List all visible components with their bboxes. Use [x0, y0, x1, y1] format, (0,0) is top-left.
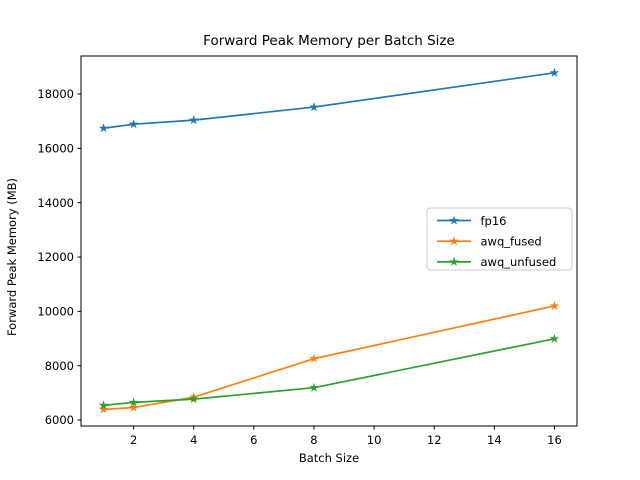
y-tick-label: 18000	[37, 87, 74, 101]
series-marker-awq_unfused	[188, 394, 199, 404]
y-axis-label: Forward Peak Memory (MB)	[5, 178, 19, 336]
series-marker-awq_unfused	[128, 397, 139, 407]
series-marker-awq_fused	[98, 404, 109, 414]
y-tick-label: 12000	[37, 250, 74, 264]
x-tick-label: 2	[130, 433, 137, 447]
legend-frame	[426, 207, 573, 271]
x-tick-label: 12	[427, 433, 442, 447]
series-marker-awq_fused	[128, 402, 139, 412]
x-tick-label: 8	[310, 433, 317, 447]
series-marker-fp16	[188, 115, 199, 125]
legend-marker-fp16	[449, 215, 459, 225]
x-axis-label: Batch Size	[299, 451, 359, 465]
x-tick-label: 6	[250, 433, 257, 447]
series-marker-fp16	[128, 119, 139, 129]
y-tick-label: 10000	[37, 305, 74, 319]
legend-label-awq_unfused: awq_unfused	[481, 255, 557, 269]
axes-frame	[80, 55, 578, 427]
series-marker-awq_unfused	[549, 333, 560, 343]
plot-area: 2 4 6 8 10 12 14 16 6000 8000 10000 12000 14000 16000…	[37, 55, 578, 447]
legend-marker-awq_fused	[449, 236, 459, 246]
series-marker-fp16	[549, 67, 560, 77]
x-tick-label: 16	[547, 433, 562, 447]
x-tick-label: 14	[487, 433, 502, 447]
y-tick-label: 16000	[37, 142, 74, 156]
series-marker-awq_unfused	[309, 382, 319, 392]
y-tick-label: 14000	[37, 196, 74, 210]
x-tick-label: 10	[367, 433, 382, 447]
legend-label-awq_fused: awq_fused	[481, 235, 542, 249]
series-marker-fp16	[309, 102, 319, 112]
series-marker-awq_fused	[549, 300, 560, 310]
chart-title: Forward Peak Memory per Batch Size	[203, 33, 455, 49]
legend: fp16 awq_fused awq_unfused	[426, 207, 573, 271]
series-marker-awq_fused	[309, 353, 319, 363]
series-marker-fp16	[98, 123, 109, 133]
legend-marker-awq_unfused	[449, 256, 459, 266]
legend-label-fp16: fp16	[481, 214, 507, 228]
x-tick-label: 4	[190, 433, 197, 447]
y-tick-label: 8000	[45, 359, 74, 373]
y-tick-label: 6000	[45, 413, 74, 427]
series-marker-awq_unfused	[98, 400, 109, 410]
